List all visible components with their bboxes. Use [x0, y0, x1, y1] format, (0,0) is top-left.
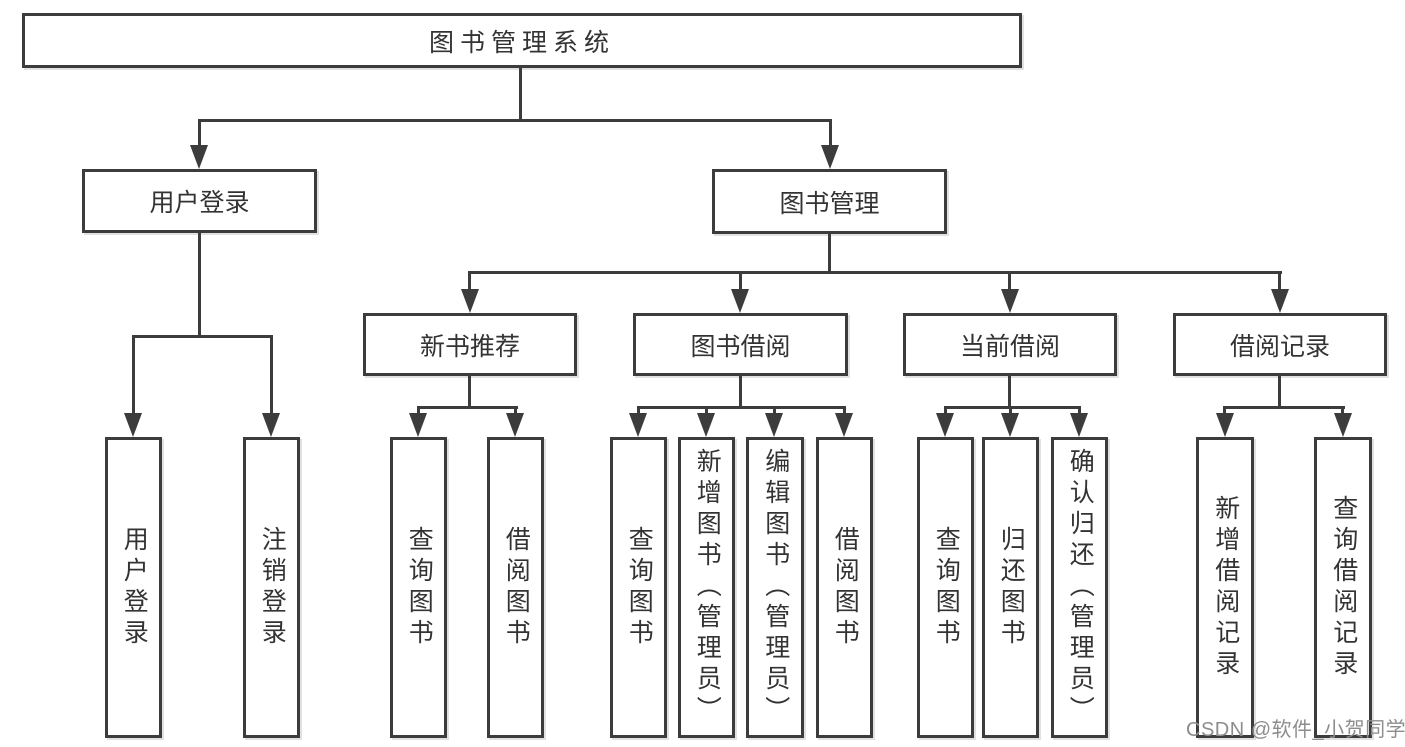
node-book-borrowing: 图书借阅 [633, 313, 848, 376]
csdn-watermark: CSDN @软件_小贺同学 [1186, 719, 1405, 741]
arrow-down-icon [731, 289, 749, 313]
node-label: 确认归还（管理员） [1066, 448, 1095, 727]
connector-line [1008, 376, 1011, 408]
node-label: 借阅图书 [502, 525, 531, 650]
node-label: 新书推荐 [419, 332, 520, 361]
arrow-down-icon [1001, 413, 1019, 437]
connector-line [270, 335, 273, 415]
arrow-down-icon [262, 413, 280, 437]
connector-line [739, 271, 742, 292]
node-label: 新增图书（管理员） [693, 448, 722, 727]
connector-line [417, 406, 518, 409]
node-label: 编辑图书（管理员） [761, 448, 790, 727]
leaf-query-books: 查询图书 [610, 437, 667, 738]
connector-line [1278, 271, 1281, 292]
node-label: 图书管理 [779, 189, 880, 218]
node-book-management: 图书管理 [712, 169, 947, 234]
connector-line [843, 406, 846, 418]
connector-line [828, 234, 831, 273]
node-new-book-recommendation: 新书推荐 [363, 313, 577, 376]
arrow-down-icon [124, 413, 142, 437]
connector-line [468, 376, 471, 408]
node-label: 借阅记录 [1229, 332, 1330, 361]
leaf-confirm-return-admin: 确认归还（管理员） [1051, 437, 1108, 738]
node-current-borrowing: 当前借阅 [903, 313, 1117, 376]
arrow-down-icon [1334, 413, 1352, 437]
arrow-down-icon [1070, 413, 1088, 437]
node-user-login: 用户登录 [82, 169, 317, 233]
arrow-down-icon [506, 413, 524, 437]
connector-line [705, 406, 708, 418]
arrow-down-icon [821, 145, 839, 169]
connector-line [514, 406, 517, 418]
connector-line [944, 406, 1081, 409]
leaf-add-borrow-record: 新增借阅记录 [1196, 437, 1254, 738]
arrow-down-icon [1271, 289, 1289, 313]
node-label: 用户登录 [120, 525, 149, 650]
connector-line [132, 335, 135, 415]
node-label: 图书借阅 [690, 332, 791, 361]
leaf-return-books: 归还图书 [982, 437, 1039, 738]
connector-line [739, 376, 742, 408]
connector-line [1223, 406, 1345, 409]
leaf-borrow-books: 借阅图书 [487, 437, 544, 738]
node-label: 用户登录 [149, 189, 250, 217]
connector-line [1008, 271, 1011, 292]
leaf-query-borrow-record: 查询借阅记录 [1314, 437, 1372, 738]
connector-line [198, 233, 201, 337]
leaf-borrow-books: 借阅图书 [816, 437, 873, 738]
arrow-down-icon [1001, 289, 1019, 313]
node-label: 注销登录 [258, 525, 287, 650]
leaf-add-books-admin: 新增图书（管理员） [678, 437, 735, 738]
arrow-down-icon [765, 413, 783, 437]
leaf-query-books: 查询图书 [917, 437, 974, 738]
node-library-management-system: 图书管理系统 [22, 13, 1022, 68]
connector-line [829, 119, 832, 149]
connector-line [1341, 406, 1344, 418]
connector-line [773, 406, 776, 418]
connector-line [1009, 406, 1012, 418]
leaf-logout: 注销登录 [243, 437, 300, 738]
node-label: 查询图书 [932, 525, 961, 650]
node-label: 图书管理系统 [428, 28, 615, 57]
node-label: 当前借阅 [959, 332, 1060, 361]
connector-line [637, 406, 640, 418]
leaf-edit-books-admin: 编辑图书（管理员） [746, 437, 804, 738]
connector-line [519, 68, 522, 121]
connector-line [132, 335, 273, 338]
connector-line [1278, 376, 1281, 408]
arrow-down-icon [936, 413, 954, 437]
connector-line [198, 119, 832, 122]
connector-line [468, 271, 1282, 274]
connector-line [198, 119, 201, 149]
leaf-user-login: 用户登录 [105, 437, 162, 738]
arrow-down-icon [1216, 413, 1234, 437]
node-label: 新增借阅记录 [1211, 494, 1240, 681]
node-label: 借阅图书 [831, 525, 860, 650]
connector-line [944, 406, 947, 418]
connector-line [637, 406, 846, 409]
connector-line [417, 406, 420, 418]
arrow-down-icon [835, 413, 853, 437]
arrow-down-icon [409, 413, 427, 437]
arrow-down-icon [697, 413, 715, 437]
arrow-down-icon [190, 145, 208, 169]
node-borrowing-records: 借阅记录 [1173, 313, 1387, 376]
connector-line [1078, 406, 1081, 418]
leaf-query-books: 查询图书 [390, 437, 447, 738]
node-label: 查询图书 [625, 525, 654, 650]
connector-line [468, 271, 471, 292]
connector-line [1223, 406, 1226, 418]
node-label: 查询借阅记录 [1329, 494, 1358, 681]
node-label: 归还图书 [997, 525, 1026, 650]
arrow-down-icon [629, 413, 647, 437]
arrow-down-icon [461, 289, 479, 313]
node-label: 查询图书 [405, 525, 434, 650]
